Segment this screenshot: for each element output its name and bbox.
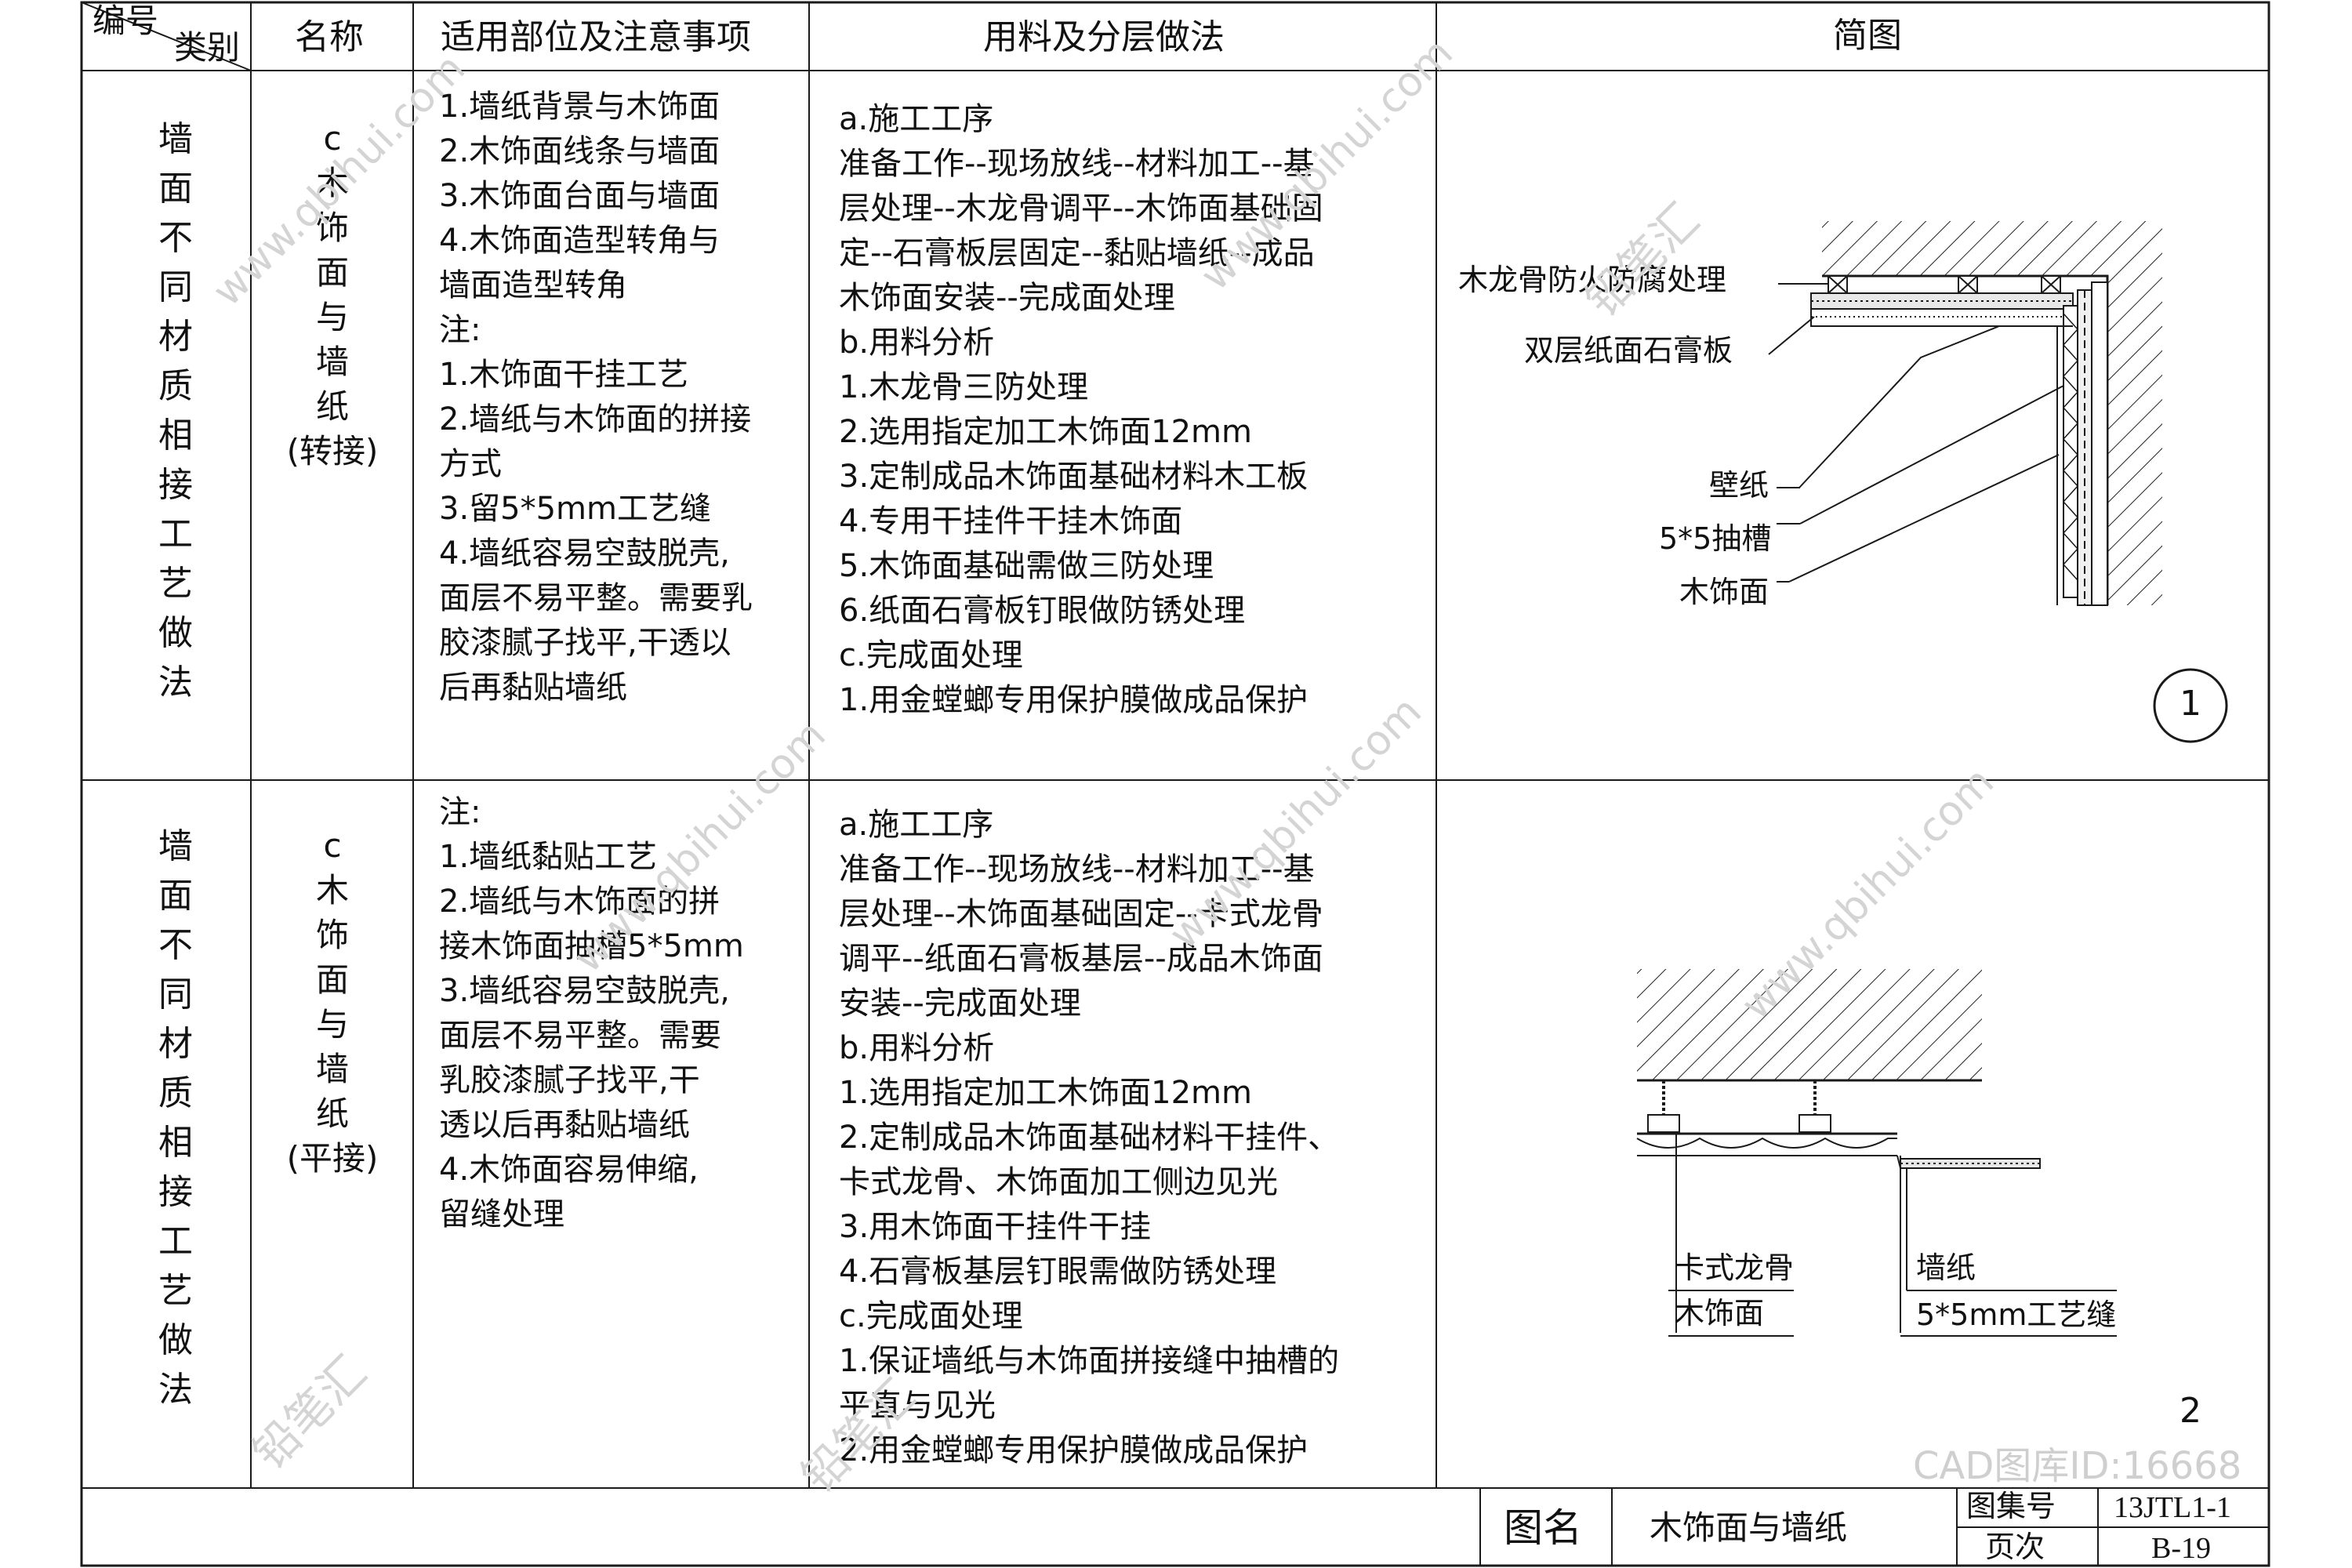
- footer-atlas-no: 13JTL1-1: [2114, 1491, 2231, 1524]
- diagram-1: [1768, 221, 2228, 743]
- diagram1-number: 1: [2180, 684, 2201, 724]
- header-diagonal: [81, 2, 252, 71]
- row2-scope: 注: 1.墙纸黏贴工艺 2.墙纸与木饰面的拼 接木饰面抽槽5*5mm 3.墙纸容…: [439, 794, 744, 1232]
- row2-name: c 木 饰 面 与 墙 纸 (平接): [286, 826, 379, 1178]
- diagram2-label-wallpaper: 墙纸: [1916, 1250, 1976, 1285]
- footer-atlas-label: 图集号: [1966, 1489, 2056, 1523]
- row2-method: a.施工工序 准备工作--现场放线--材料加工--基 层处理--木饰面基础固定-…: [839, 807, 1340, 1468]
- diagram-2: [1636, 969, 2117, 1337]
- header-number: 编号: [93, 2, 159, 40]
- row1-name: c 木 饰 面 与 墙 纸 (转接): [286, 119, 379, 470]
- header-scope: 适用部位及注意事项: [441, 17, 751, 57]
- diagram2-label-gap: 5*5mm工艺缝: [1916, 1298, 2117, 1332]
- row1-category: 墙 面 不 同 材 质 相 接 工 艺 做 法: [158, 119, 193, 702]
- diagram2-label-veneer: 木饰面: [1675, 1296, 1765, 1330]
- row1-method: a.施工工序 准备工作--现场放线--材料加工--基 层处理--木龙骨调平--木…: [839, 101, 1323, 718]
- watermark-cad-id: CAD图库ID:16668: [1913, 1444, 2242, 1488]
- header-diagram: 简图: [1833, 16, 1902, 56]
- footer-drawing-name-label: 图名: [1504, 1505, 1582, 1551]
- diagram2-label-keel: 卡式龙骨: [1675, 1250, 1795, 1285]
- header-category: 类别: [174, 28, 241, 67]
- diagram1-label-wallpaper: 壁纸: [1709, 468, 1769, 503]
- header-method: 用料及分层做法: [983, 17, 1225, 57]
- diagram1-label-gypsum: 双层纸面石膏板: [1524, 333, 1733, 368]
- footer-page-label: 页次: [1985, 1530, 2045, 1564]
- diagram1-label-veneer: 木饰面: [1679, 575, 1769, 609]
- diagram1-label-groove: 5*5抽槽: [1659, 521, 1772, 556]
- row2-category: 墙 面 不 同 材 质 相 接 工 艺 做 法: [158, 826, 193, 1410]
- header-name: 名称: [295, 17, 364, 57]
- footer-page-no: B-19: [2151, 1532, 2211, 1565]
- diagram1-label-keel: 木龙骨防火防腐处理: [1458, 263, 1727, 297]
- diagram2-number: 2: [2180, 1391, 2201, 1431]
- footer-drawing-name: 木饰面与墙纸: [1650, 1508, 1848, 1547]
- row1-scope: 1.墙纸背景与木饰面 2.木饰面线条与墙面 3.木饰面台面与墙面 4.木饰面造型…: [439, 89, 753, 706]
- outer-frame: [80, 1, 2270, 1567]
